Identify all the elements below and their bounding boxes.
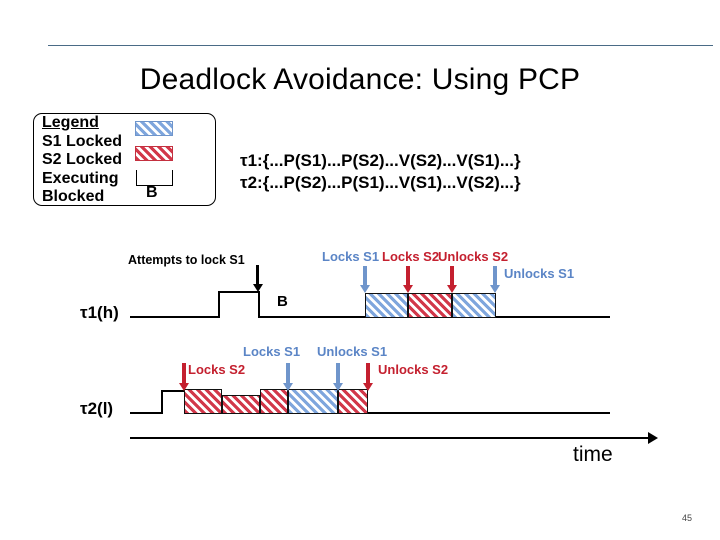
s1-locked-swatch [135, 121, 173, 136]
timeline2-exec-top [161, 390, 184, 392]
legend-item-s1-locked: S1 Locked [42, 132, 123, 150]
annotation-timeline1-locks-s1: Locks S1 [322, 249, 380, 264]
time-axis-arrowhead [648, 432, 658, 444]
timeline2-label: τ2(l) [80, 399, 114, 418]
timeline1-baseline-a [130, 316, 218, 318]
timeline2-block-s2-locked-preempted [222, 395, 260, 414]
legend-panel [33, 113, 216, 206]
timeline2-rise-1 [161, 390, 163, 414]
annotation-timeline2-unlocks-s1: Unlocks S1 [317, 344, 388, 359]
timeline1-blocked-b-label: B [277, 293, 288, 310]
legend-heading: Legend [42, 114, 99, 131]
timeline1-rise-1 [218, 291, 220, 318]
legend-label-list: Legend S1 Locked S2 Locked Executing Blo… [42, 114, 162, 207]
timeline2-block-s1-locked [288, 389, 338, 414]
blocked-marker-label: B [146, 184, 158, 201]
legend-item-s2-locked: S2 Locked [42, 151, 123, 169]
tau2-code: τ2:{...P(S2)...P(S1)...V(S1)...V(S2)...} [240, 173, 521, 192]
timeline2-baseline-a [130, 412, 161, 414]
timeline1-baseline-b [495, 316, 610, 318]
tau1-code: τ1:{...P(S1)...P(S2)...V(S2)...V(S1)...} [240, 151, 521, 170]
timeline1-label: τ1(h) [80, 303, 119, 322]
annotation-timeline2-unlocks-s2: Unlocks S2 [378, 362, 449, 377]
legend-item-blocked: Blocked [42, 188, 105, 206]
annotation-timeline2-locks-s2: Locks S2 [188, 362, 246, 377]
timeline1-fall-1 [258, 291, 260, 318]
timeline1-block-s1-locked-2 [452, 293, 496, 318]
legend-item-executing: Executing [42, 169, 119, 187]
s2-locked-swatch [135, 146, 173, 161]
annotation-timeline1-locks-s2: Locks S2 [382, 249, 440, 264]
timeline1-exec-top [218, 291, 260, 293]
annotation-timeline1-unlocks-s2: Unlocks S2 [438, 249, 509, 264]
timeline2-block-s2-locked-2 [260, 389, 288, 414]
header-divider [48, 45, 713, 46]
page-title: Deadlock Avoidance: Using PCP [139, 63, 581, 96]
annotation-timeline2-locks-s1: Locks S1 [243, 344, 301, 359]
time-axis-label: time [573, 443, 613, 466]
timeline2-block-s2-locked-1 [184, 389, 222, 414]
timeline1-block-s2-locked [408, 293, 452, 318]
timeline2-block-s2-locked-3 [338, 389, 368, 414]
timeline1-block-s1-locked-1 [365, 293, 408, 318]
time-axis-line [130, 437, 650, 439]
page-number: 45 [682, 513, 693, 523]
annotation-attempts-to-lock-s1: Attempts to lock S1 [128, 253, 245, 267]
task-code-block: τ1:{...P(S1)...P(S2)...V(S2)...V(S1)...}… [240, 150, 521, 194]
executing-swatch [136, 170, 173, 186]
timeline1-blocked-baseline [258, 316, 365, 318]
annotation-timeline1-unlocks-s1: Unlocks S1 [504, 266, 575, 281]
timeline2-baseline-b [368, 412, 610, 414]
